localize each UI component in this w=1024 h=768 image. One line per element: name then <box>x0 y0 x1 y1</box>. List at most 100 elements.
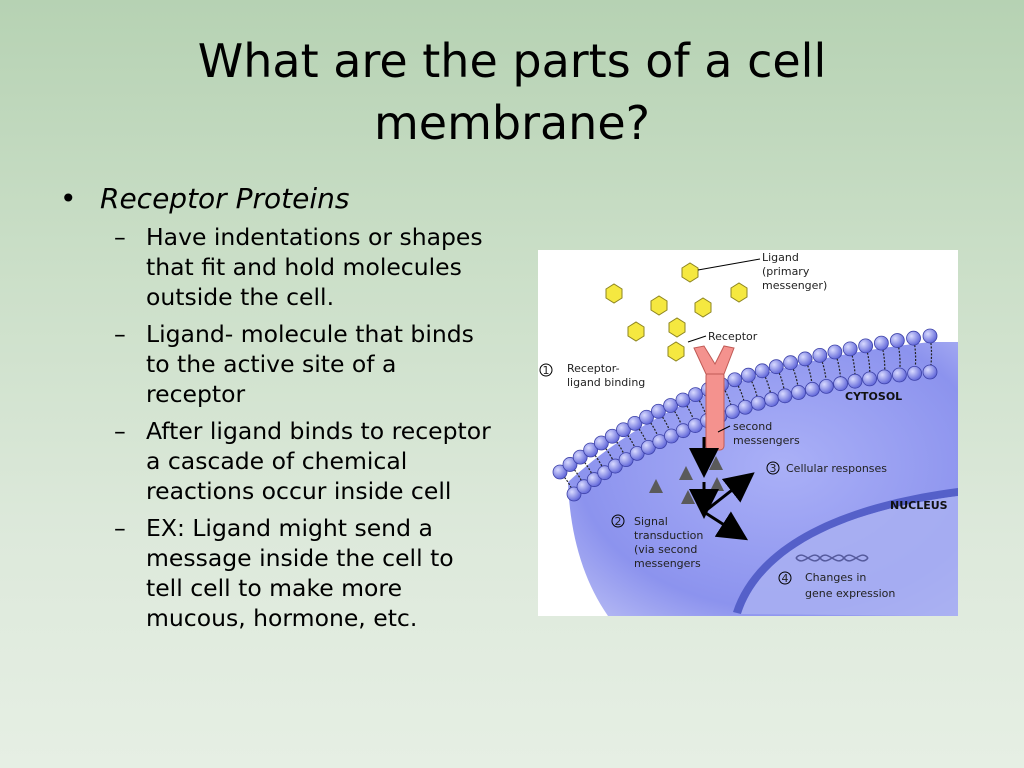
phospholipid-head <box>675 392 691 408</box>
receptor-leader-line <box>687 335 707 343</box>
phospholipid-head <box>741 367 756 383</box>
phospholipid-head <box>627 415 643 431</box>
phospholipid-head <box>586 472 602 487</box>
phospholipid-head <box>797 351 813 367</box>
cytosol-label: CYTOSOL <box>845 390 902 403</box>
phospholipid-head <box>663 398 678 413</box>
signal-arrows <box>689 437 755 541</box>
phospholipid-head <box>783 355 798 371</box>
phospholipid-head <box>906 330 921 346</box>
phospholipid-head <box>593 435 609 451</box>
phospholipid-head <box>725 404 740 419</box>
ligand-label-line2: (primary <box>762 265 810 278</box>
phospholipid-head <box>889 333 905 348</box>
phospholipid-head <box>583 442 599 458</box>
step4-circle <box>778 571 792 585</box>
phospholipid-head <box>618 452 634 467</box>
phospholipid-head <box>873 335 889 351</box>
sub-bullet-item: – Ligand- molecule that binds to the act… <box>114 319 510 409</box>
sub-bullet-list: – Have indentations or shapes that fit a… <box>114 222 510 633</box>
sub-bullet-text: Ligand- molecule that binds to the activ… <box>146 320 474 408</box>
phospholipid-head <box>764 392 779 407</box>
step1-number: 1 <box>543 364 550 377</box>
step2-label-line1: Signal <box>634 515 668 528</box>
step2-circle <box>611 514 625 528</box>
step1-label-line1: Receptor- <box>567 362 620 375</box>
nucleus-envelope <box>733 488 958 614</box>
sub-bullet-text: EX: Ligand might send a message inside t… <box>146 514 454 632</box>
phospholipid-head <box>768 359 784 375</box>
phospholipid-head <box>876 369 892 385</box>
bullet-marker: • <box>60 182 77 215</box>
slide-title: What are the parts of a cell membrane? <box>197 34 827 150</box>
step2-label-line4: messengers <box>634 557 701 570</box>
lipid-tail <box>747 374 759 404</box>
phospholipid-head <box>597 465 613 481</box>
bound-ligand <box>667 341 685 362</box>
phospholipid-head <box>639 409 654 425</box>
step1-circle <box>539 363 553 377</box>
second-messenger-leader <box>717 425 731 433</box>
phospholipid-head <box>754 363 770 379</box>
phospholipid-head <box>607 458 623 474</box>
bullet-text: Receptor Proteins <box>100 182 350 215</box>
phospholipid-head <box>750 395 766 411</box>
phospholipid-heads-outer <box>552 328 938 480</box>
sub-bullet-item: – EX: Ligand might send a message inside… <box>114 513 510 633</box>
bullet-list: • Receptor Proteins – Have indentations … <box>60 180 510 640</box>
step3-number: 3 <box>770 462 777 475</box>
phospholipid-head <box>847 373 863 389</box>
phospholipid-head <box>891 367 907 383</box>
phospholipid-head <box>812 347 828 363</box>
lipid-tail <box>720 384 734 412</box>
step2-label-line3: (via second <box>634 543 697 556</box>
phospholipid-head <box>737 399 753 415</box>
phospholipid-head <box>566 486 582 502</box>
phospholipid-head <box>818 378 834 394</box>
nucleus-label: NUCLEUS <box>890 499 948 512</box>
phospholipid-head <box>727 372 743 388</box>
phospholipid-head <box>576 479 592 495</box>
phospholipid-head <box>842 341 858 357</box>
phospholipid-head <box>804 381 820 397</box>
lipid-tail <box>734 379 746 408</box>
cell-signaling-diagram: Ligand (primary messenger) Receptor 1 Re… <box>538 250 958 616</box>
free-ligands <box>605 262 748 342</box>
nucleus-region <box>741 496 958 616</box>
diagram-svg: Ligand (primary messenger) Receptor 1 Re… <box>539 251 958 616</box>
lipid-tail <box>761 370 773 400</box>
step3-circle <box>766 461 780 475</box>
phospholipid-head <box>862 371 877 387</box>
step2-label-line2: transduction <box>634 529 703 542</box>
dna-helix <box>795 554 869 562</box>
step2-number: 2 <box>615 515 622 528</box>
phospholipid-head <box>922 364 938 380</box>
phospholipid-head <box>688 387 703 403</box>
sub-bullet-marker: – <box>114 514 126 542</box>
step3-label: Cellular responses <box>786 462 887 475</box>
sub-bullet-text: Have indentations or shapes that fit and… <box>146 223 483 311</box>
phospholipid-head <box>827 344 843 360</box>
second-messengers-label-line1: second <box>733 420 772 433</box>
ligand-label-line1: Ligand <box>762 251 799 264</box>
bullet-item: • Receptor Proteins <box>60 180 510 218</box>
step1-label-line2: ligand binding <box>567 376 645 389</box>
receptor-protein <box>693 345 735 451</box>
step4-label-line1: Changes in <box>805 571 866 584</box>
phospholipid-head <box>552 464 568 480</box>
sub-bullet-marker: – <box>114 320 126 348</box>
sub-bullet-text: After ligand binds to receptor a cascade… <box>146 417 491 505</box>
step4-number: 4 <box>782 572 789 585</box>
phospholipid-head <box>833 376 848 392</box>
sub-bullet-marker: – <box>114 223 126 251</box>
lipid-tail <box>569 464 585 487</box>
phospholipid-head <box>572 449 588 465</box>
phospholipid-head <box>604 428 620 444</box>
step4-label-line2: gene expression <box>805 587 895 600</box>
receptor-label: Receptor <box>708 330 758 343</box>
phospholipid-head <box>651 403 666 419</box>
sub-bullet-marker: – <box>114 417 126 445</box>
ligand-leader-line <box>697 258 761 271</box>
phospholipid-head <box>562 457 578 472</box>
phospholipid-head <box>616 422 631 438</box>
